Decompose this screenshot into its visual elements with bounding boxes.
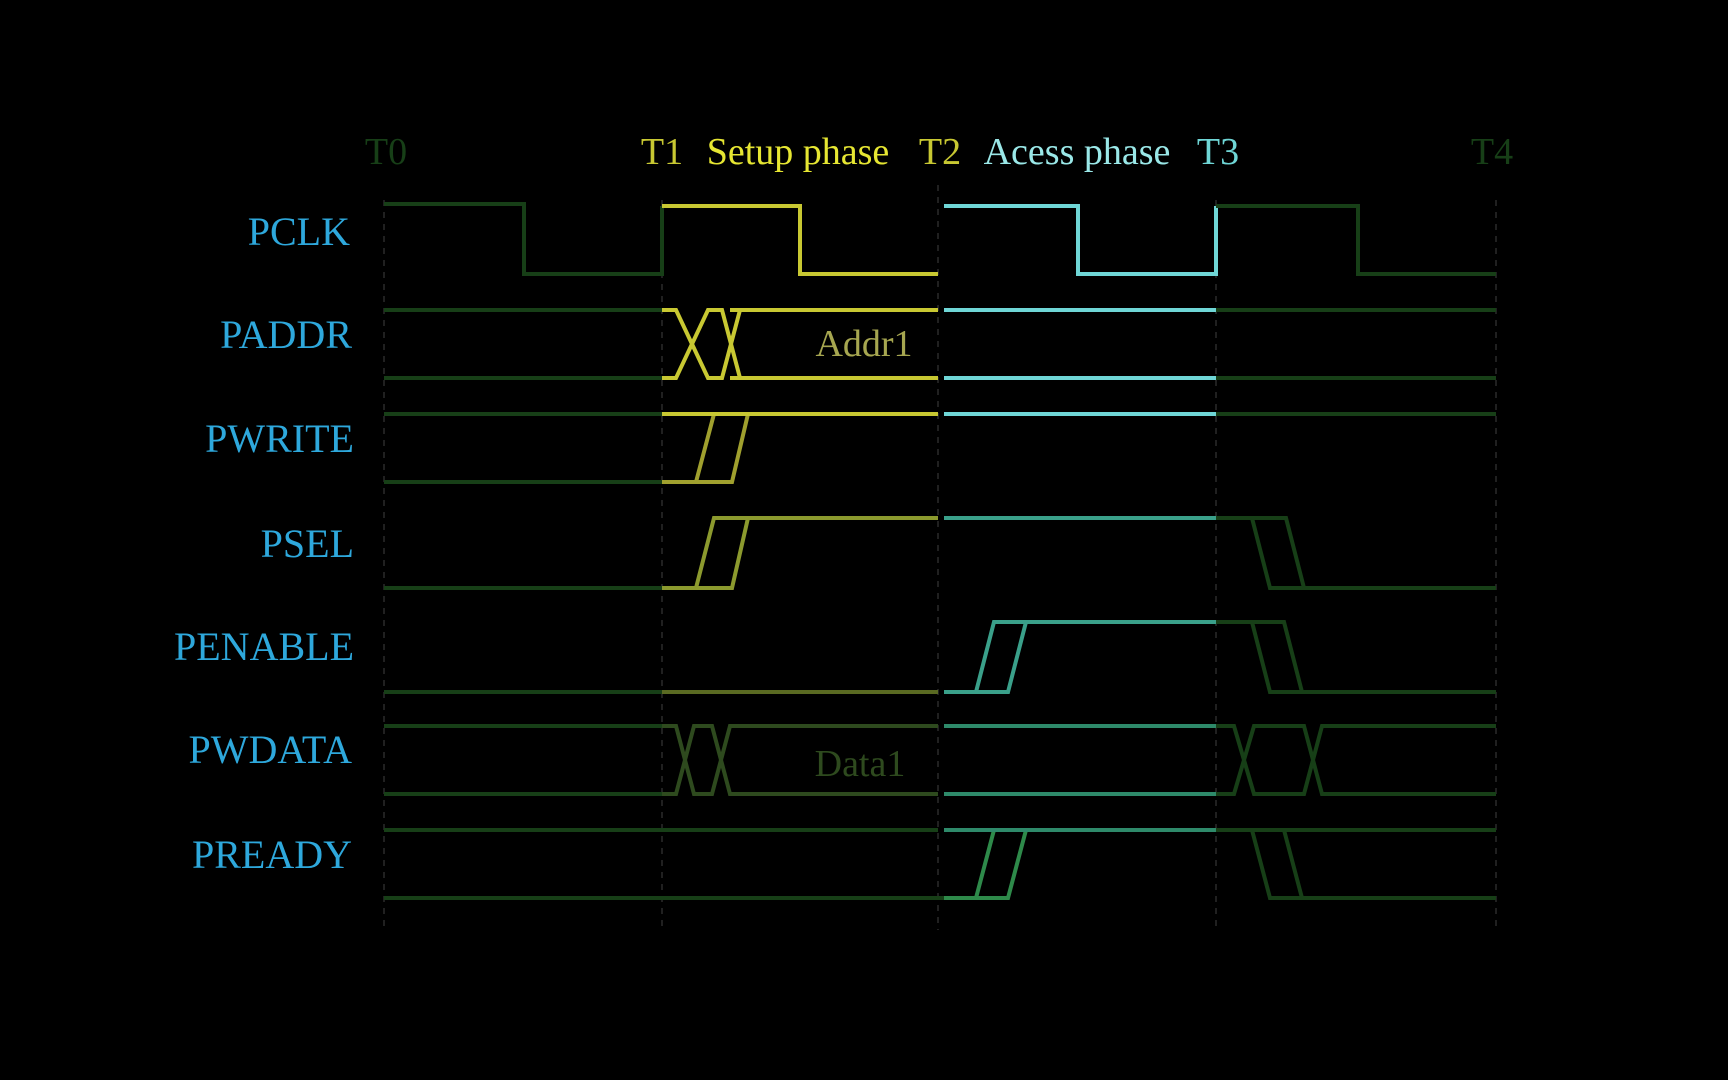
- phase-label-access: Acess phase: [984, 131, 1171, 173]
- pclk-wave-access: [944, 204, 1218, 276]
- psel-waveform: [384, 516, 1496, 590]
- psel-fall: [1216, 516, 1496, 590]
- pwdata-end-transition-top: [1216, 724, 1496, 796]
- pwdata-end-transition-bottom: [1216, 724, 1496, 796]
- signal-label-pwrite: PWRITE: [205, 416, 354, 461]
- signal-label-pready: PREADY: [192, 832, 352, 877]
- signal-label-pclk: PCLK: [248, 209, 350, 254]
- time-marker-t1: T1: [641, 131, 683, 173]
- pwdata-transition-bottom: [662, 724, 748, 796]
- pwrite-rise: [662, 412, 751, 484]
- time-marker-t0: T0: [365, 131, 407, 173]
- penable-fall: [1216, 620, 1496, 694]
- psel-rise: [662, 516, 751, 590]
- time-marker-t2: T2: [919, 131, 961, 173]
- pclk-wave-t0-t1: [384, 202, 664, 276]
- pwdata-transition-top: [662, 724, 748, 796]
- penable-rise: [944, 620, 1029, 694]
- time-marker-t3: T3: [1197, 131, 1239, 173]
- pready-rise: [944, 828, 1029, 900]
- time-guides: [383, 185, 1497, 930]
- phase-label-setup: Setup phase: [707, 131, 890, 173]
- pwdata-bus-value: Data1: [815, 743, 906, 785]
- pwrite-waveform: [384, 412, 1496, 484]
- pwdata-waveform: Data1: [384, 724, 1496, 796]
- paddr-bus-value: Addr1: [815, 323, 912, 365]
- penable-waveform: [384, 620, 1496, 694]
- signal-label-penable: PENABLE: [174, 624, 354, 669]
- time-marker-labels: T0 T1 T2 T3 T4: [365, 131, 1513, 173]
- pready-fall: [1216, 828, 1496, 900]
- time-marker-t4: T4: [1471, 131, 1513, 173]
- paddr-waveform: Addr1: [384, 308, 1496, 380]
- pready-waveform: [384, 828, 1496, 900]
- pclk-wave-t3-t4: [1216, 204, 1496, 276]
- signal-label-paddr: PADDR: [220, 312, 352, 357]
- signal-label-pwdata: PWDATA: [189, 727, 353, 772]
- pclk-wave-setup: [662, 204, 938, 276]
- signal-labels: PCLK PADDR PWRITE PSEL PENABLE PWDATA PR…: [174, 209, 354, 877]
- pclk-waveform: [384, 202, 1496, 276]
- signal-label-psel: PSEL: [261, 521, 354, 566]
